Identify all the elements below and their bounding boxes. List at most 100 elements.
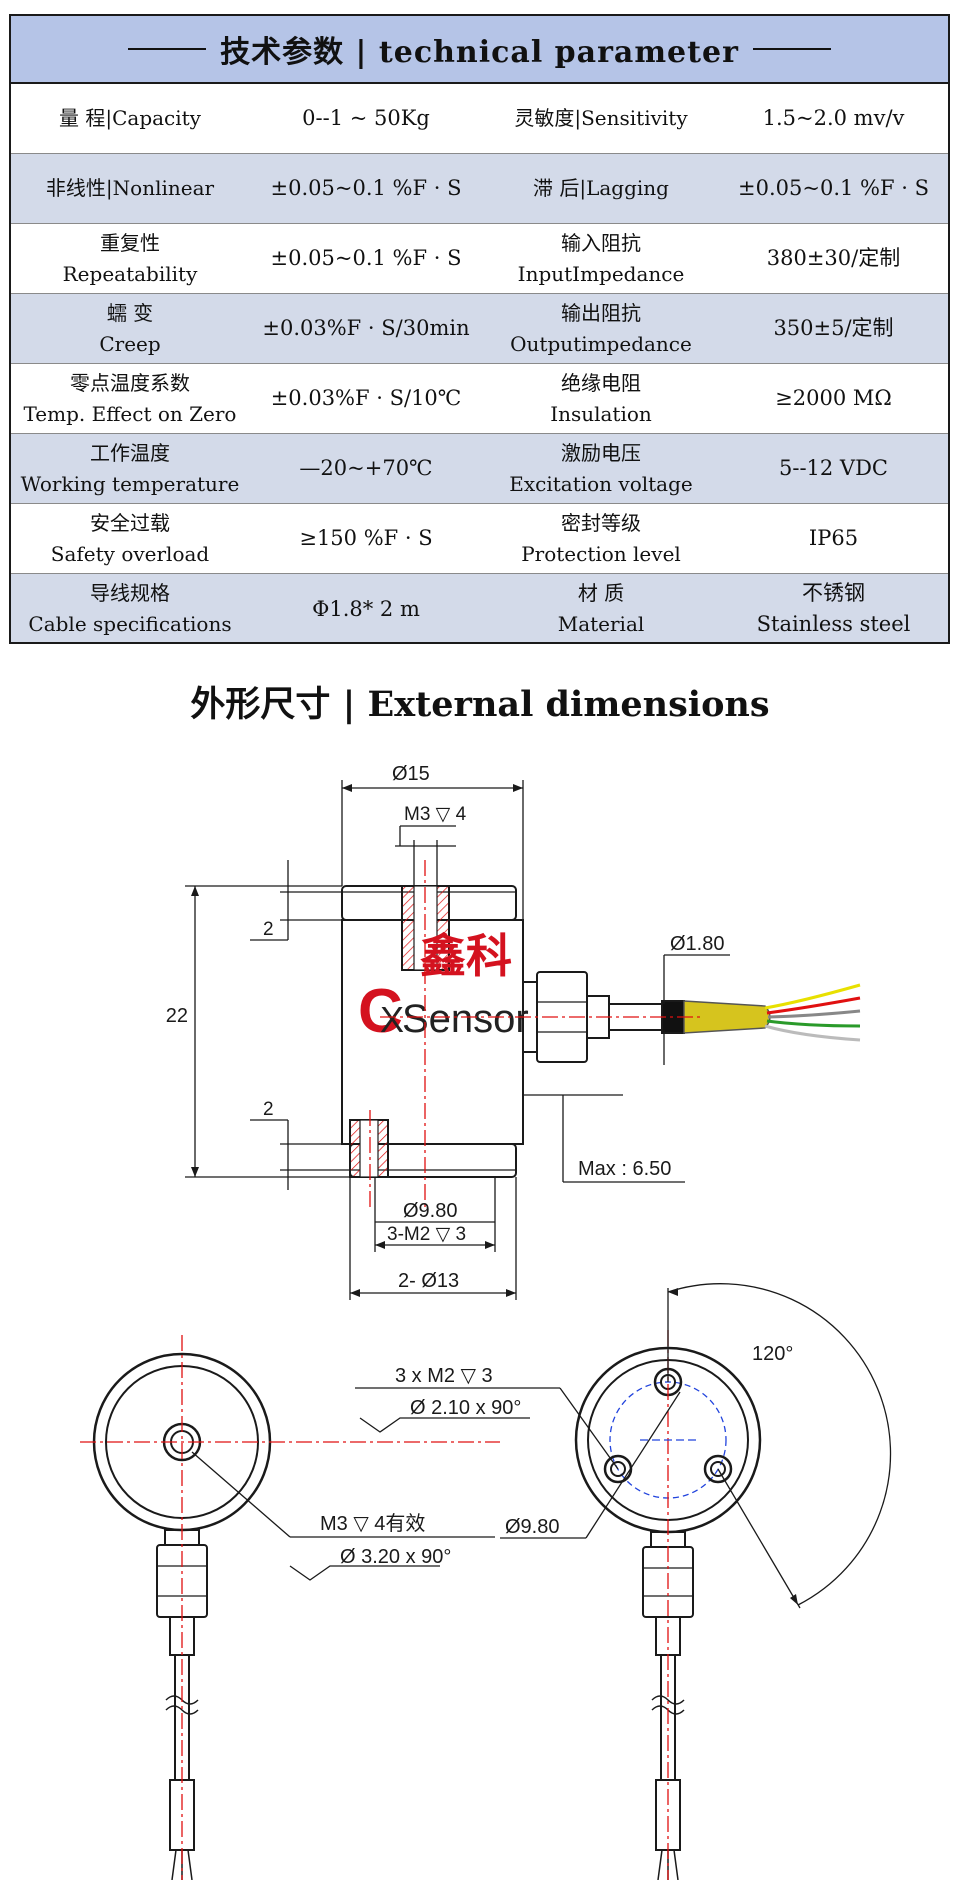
- param-value-cell: ≥150 %F · S: [249, 504, 483, 573]
- dim-m3-top: M3 ▽ 4: [404, 804, 467, 825]
- dim-chamfer-320: Ø 3.20 x 90°: [340, 1546, 451, 1568]
- dimension-drawing: C X 鑫科 Sensor: [80, 763, 892, 1880]
- param-label-cell: 绝缘电阻 Insulation: [483, 364, 719, 433]
- top-view-labels: M3 ▽ 4有效 Ø 3.20 x 90°: [320, 1512, 451, 1568]
- param-label-en: Insulation: [550, 401, 652, 426]
- param-label-zh: 非线性|Nonlinear: [45, 176, 215, 200]
- param-label-cell: 非线性|Nonlinear: [11, 154, 249, 223]
- param-label-en: Outputimpedance: [510, 331, 692, 356]
- param-label-zh: 重复性: [100, 230, 160, 255]
- top-view-centerlines: [80, 1335, 500, 1880]
- dim-chamfer-210: Ø 2.10 x 90°: [410, 1397, 521, 1419]
- dim-height22: 22: [166, 1005, 188, 1027]
- param-label-zh: 灵敏度|Sensitivity: [514, 106, 688, 130]
- front-dimension-arrows: [191, 784, 523, 1297]
- dim-step2-bot: 2: [263, 1099, 274, 1120]
- param-value-cell: 380±30/定制: [719, 224, 948, 293]
- dim-dia15: Ø15: [392, 763, 430, 785]
- param-label-cell: 激励电压 Excitation voltage: [483, 434, 719, 503]
- table-title: 技术参数 | technical parameter: [220, 35, 739, 70]
- param-label-cell: 量 程|Capacity: [11, 84, 249, 153]
- table-row: 非线性|Nonlinear ±0.05~0.1 %F · S 滞 后|Lagging…: [11, 154, 948, 224]
- table-row: 工作温度 Working temperature —20~+70℃ 激励电压 Excit…: [11, 434, 948, 504]
- param-label-en: Repeatability: [62, 261, 198, 286]
- table-row: 量 程|Capacity 0--1 ~ 50Kg 灵敏度|Sensitivity 1.…: [11, 84, 948, 154]
- param-value: 不锈钢: [802, 581, 865, 605]
- header-rule-left: [128, 48, 207, 50]
- front-view: [341, 885, 771, 1178]
- param-value-cell: ±0.05~0.1 %F · S: [249, 154, 483, 223]
- param-label-zh: 量 程|Capacity: [59, 106, 201, 130]
- param-label-en: Material: [557, 612, 645, 636]
- param-label-cell: 重复性 Repeatability: [11, 224, 249, 293]
- param-value-cell: 0--1 ~ 50Kg: [249, 84, 483, 153]
- dim-m2-front: 3-M2 ▽ 3: [387, 1224, 466, 1245]
- param-label-en: InputImpedance: [517, 261, 685, 286]
- param-value-cell: ±0.05~0.1 %F · S: [719, 154, 948, 223]
- bottom-view-arrows: [668, 1288, 798, 1605]
- param-label-zh: 输入阻抗: [561, 230, 641, 255]
- header-rule-right: [752, 48, 831, 50]
- param-value-cell: 5--12 VDC: [719, 434, 948, 503]
- front-dimension-labels: Ø15 M3 ▽ 4 Ø1.80 22 2 2 Max : 6.50 Ø9.80…: [166, 763, 725, 1292]
- param-value: IP65: [808, 526, 859, 550]
- param-value-cell: IP65: [719, 504, 948, 573]
- param-value-cell: 1.5~2.0 mv/v: [719, 84, 948, 153]
- param-label-en: Safety overload: [50, 541, 210, 566]
- param-value-cell: ±0.05~0.1 %F · S: [249, 224, 483, 293]
- param-value: ±0.05~0.1 %F · S: [270, 246, 462, 270]
- front-centerlines: [369, 860, 700, 1210]
- front-dimension-lines: [185, 780, 730, 1300]
- param-label-en: Working temperature: [20, 471, 240, 496]
- cable-wires: [764, 983, 861, 1042]
- param-label-en: Excitation voltage: [509, 471, 693, 496]
- param-label-en: Cable specifications: [28, 612, 232, 636]
- param-value: 380±30/定制: [766, 246, 901, 270]
- param-value: ±0.03%F · S/10℃: [270, 386, 462, 410]
- param-value-cell: —20~+70℃: [249, 434, 483, 503]
- param-value: 5--12 VDC: [778, 456, 889, 480]
- param-label-cell: 灵敏度|Sensitivity: [483, 84, 719, 153]
- param-value: —20~+70℃: [299, 456, 433, 480]
- param-value-cell: ±0.03%F · S/30min: [249, 294, 483, 363]
- spec-table: 技术参数 | technical parameter 量 程|Capacity 0…: [9, 14, 950, 644]
- param-label-zh: 输出阻抗: [561, 300, 641, 325]
- param-label-zh: 滞 后|Lagging: [533, 176, 669, 200]
- param-label-en: Protection level: [521, 541, 681, 566]
- table-body: 量 程|Capacity 0--1 ~ 50Kg 灵敏度|Sensitivity 1.…: [11, 84, 948, 642]
- param-value-cell: ≥2000 MΩ: [719, 364, 948, 433]
- param-label-zh: 工作温度: [90, 440, 170, 465]
- bottom-view-labels: 120° 3 x M2 ▽ 3 Ø 2.10 x 90° Ø9.80: [395, 1343, 793, 1538]
- logo-c: C: [358, 977, 403, 1046]
- param-value: 0--1 ~ 50Kg: [302, 106, 430, 130]
- param-label-zh: 绝缘电阻: [561, 370, 641, 395]
- param-label-en: Temp. Effect on Zero: [23, 401, 237, 426]
- cable-sheath: [683, 1000, 771, 1034]
- dim-step2-top: 2: [263, 919, 274, 940]
- param-value: 1.5~2.0 mv/v: [762, 106, 905, 130]
- logo-chinese: 鑫科: [420, 930, 512, 982]
- table-header: 技术参数 | technical parameter: [11, 16, 948, 84]
- param-label-cell: 密封等级 Protection level: [483, 504, 719, 573]
- param-label-zh: 激励电压: [561, 440, 641, 465]
- dim-angle120: 120°: [752, 1343, 793, 1365]
- param-label-cell: 输出阻抗 Outputimpedance: [483, 294, 719, 363]
- param-label-cell: 滞 后|Lagging: [483, 154, 719, 223]
- param-label-cell: 材 质 Material: [483, 574, 719, 642]
- dim-dia13: 2- Ø13: [398, 1270, 459, 1292]
- logo-sensor: Sensor: [402, 997, 529, 1041]
- param-value: ≥150 %F · S: [299, 526, 433, 550]
- param-value: Φ1.8* 2 m: [312, 596, 420, 621]
- param-label-zh: 材 质: [577, 581, 625, 605]
- dimensions-title: 外形尺寸 | External dimensions: [190, 684, 770, 725]
- param-label-zh: 密封等级: [561, 510, 641, 535]
- cx-sensor-logo: C X 鑫科 Sensor: [358, 930, 529, 1046]
